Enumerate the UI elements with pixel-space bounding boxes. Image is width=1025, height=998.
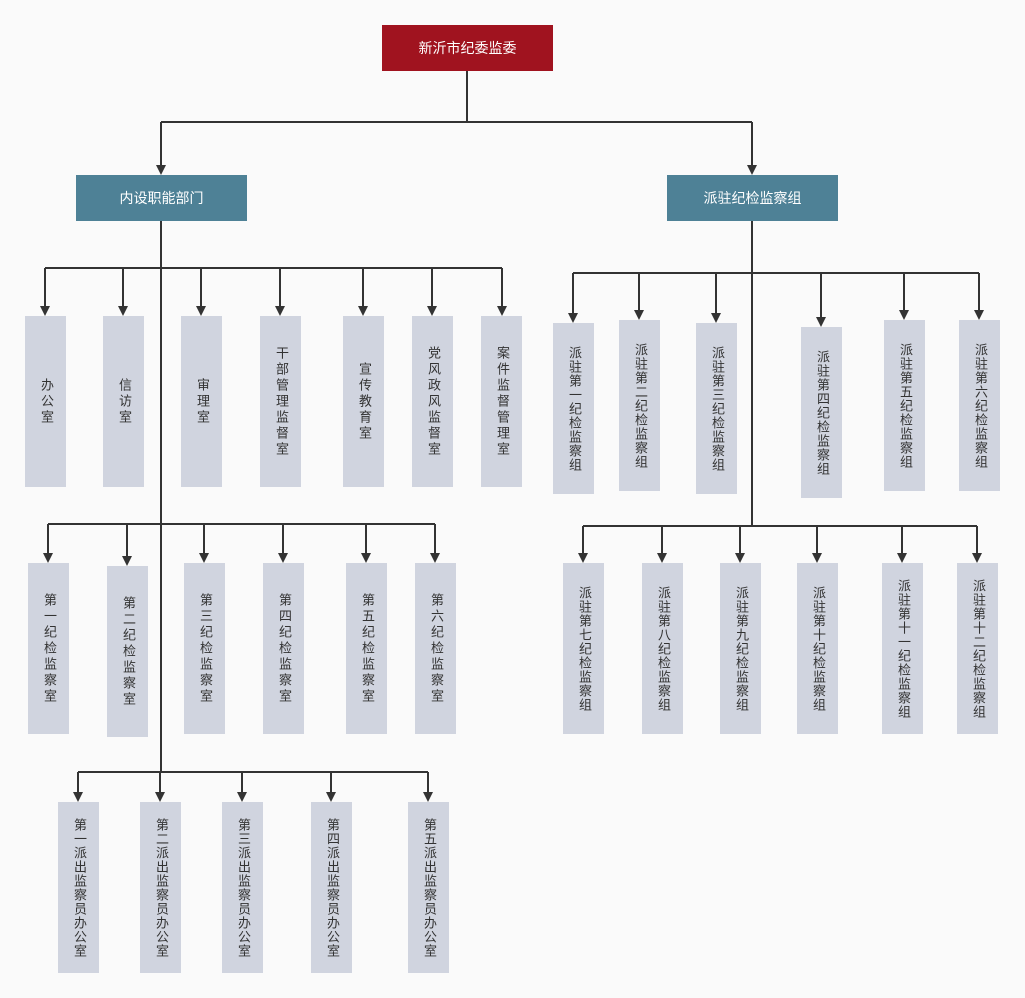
dispatch-office-node[interactable]: 第四派出监察员办公室 xyxy=(311,802,352,973)
arrowhead xyxy=(196,306,206,316)
arrowhead xyxy=(430,553,440,563)
arrowhead xyxy=(423,792,433,802)
stationed-group-node[interactable]: 派驻第十一纪检监察组 xyxy=(882,563,923,734)
arrowhead xyxy=(361,553,371,563)
stationed-group-node[interactable]: 派驻第八纪检监察组 xyxy=(642,563,683,734)
stationed-group-node[interactable]: 派驻第二纪检监察组 xyxy=(619,320,660,491)
stationed-group-node[interactable]: 派驻第一纪检监察组 xyxy=(553,323,594,494)
review-room-node[interactable]: 第二纪检监察室 xyxy=(107,566,148,737)
arrowhead xyxy=(43,553,53,563)
internal-departments-node[interactable]: 内设职能部门 xyxy=(76,175,247,221)
stationed-group-node[interactable]: 派驻第九纪检监察组 xyxy=(720,563,761,734)
arrowhead xyxy=(568,313,578,323)
stationed-group-node[interactable]: 派驻第十纪检监察组 xyxy=(797,563,838,734)
stationed-group-node[interactable]: 派驻第十二纪检监察组 xyxy=(957,563,998,734)
arrowhead xyxy=(275,306,285,316)
office-node[interactable]: 党风政风监督室 xyxy=(412,316,453,487)
arrowhead xyxy=(497,306,507,316)
stationed-group-node[interactable]: 派驻第三纪检监察组 xyxy=(696,323,737,494)
office-node[interactable]: 审理室 xyxy=(181,316,222,487)
review-room-node[interactable]: 第四纪检监察室 xyxy=(263,563,304,734)
arrowhead xyxy=(278,553,288,563)
dispatch-office-node[interactable]: 第二派出监察员办公室 xyxy=(140,802,181,973)
arrowhead xyxy=(711,313,721,323)
arrowhead xyxy=(657,553,667,563)
office-node[interactable]: 案件监督管理室 xyxy=(481,316,522,487)
dispatch-office-node[interactable]: 第一派出监察员办公室 xyxy=(58,802,99,973)
stationed-group-node[interactable]: 派驻第五纪检监察组 xyxy=(884,320,925,491)
arrowhead xyxy=(199,553,209,563)
arrowhead xyxy=(40,306,50,316)
stationed-groups-node[interactable]: 派驻纪检监察组 xyxy=(667,175,838,221)
arrowhead xyxy=(427,306,437,316)
arrowhead xyxy=(73,792,83,802)
dispatch-office-node[interactable]: 第五派出监察员办公室 xyxy=(408,802,449,973)
stationed-group-node[interactable]: 派驻第七纪检监察组 xyxy=(563,563,604,734)
arrowhead xyxy=(747,165,757,175)
arrowhead xyxy=(634,310,644,320)
office-node[interactable]: 干部管理监督室 xyxy=(260,316,301,487)
arrowhead xyxy=(156,165,166,175)
arrowhead xyxy=(122,556,132,566)
review-room-node[interactable]: 第六纪检监察室 xyxy=(415,563,456,734)
review-room-node[interactable]: 第三纪检监察室 xyxy=(184,563,225,734)
review-room-node[interactable]: 第一纪检监察室 xyxy=(28,563,69,734)
review-room-node[interactable]: 第五纪检监察室 xyxy=(346,563,387,734)
arrowhead xyxy=(899,310,909,320)
dispatch-office-node[interactable]: 第三派出监察员办公室 xyxy=(222,802,263,973)
arrowhead xyxy=(237,792,247,802)
root-node[interactable]: 新沂市纪委监委 xyxy=(382,25,553,71)
arrowhead xyxy=(735,553,745,563)
arrowhead xyxy=(974,310,984,320)
stationed-group-node[interactable]: 派驻第四纪检监察组 xyxy=(801,327,842,498)
arrowhead xyxy=(155,792,165,802)
arrowhead xyxy=(118,306,128,316)
office-node[interactable]: 宣传教育室 xyxy=(343,316,384,487)
stationed-group-node[interactable]: 派驻第六纪检监察组 xyxy=(959,320,1000,491)
arrowhead xyxy=(816,317,826,327)
arrowhead xyxy=(358,306,368,316)
office-node[interactable]: 信访室 xyxy=(103,316,144,487)
arrowhead xyxy=(578,553,588,563)
office-node[interactable]: 办公室 xyxy=(25,316,66,487)
arrowhead xyxy=(812,553,822,563)
arrowhead xyxy=(972,553,982,563)
arrowhead xyxy=(326,792,336,802)
arrowhead xyxy=(897,553,907,563)
